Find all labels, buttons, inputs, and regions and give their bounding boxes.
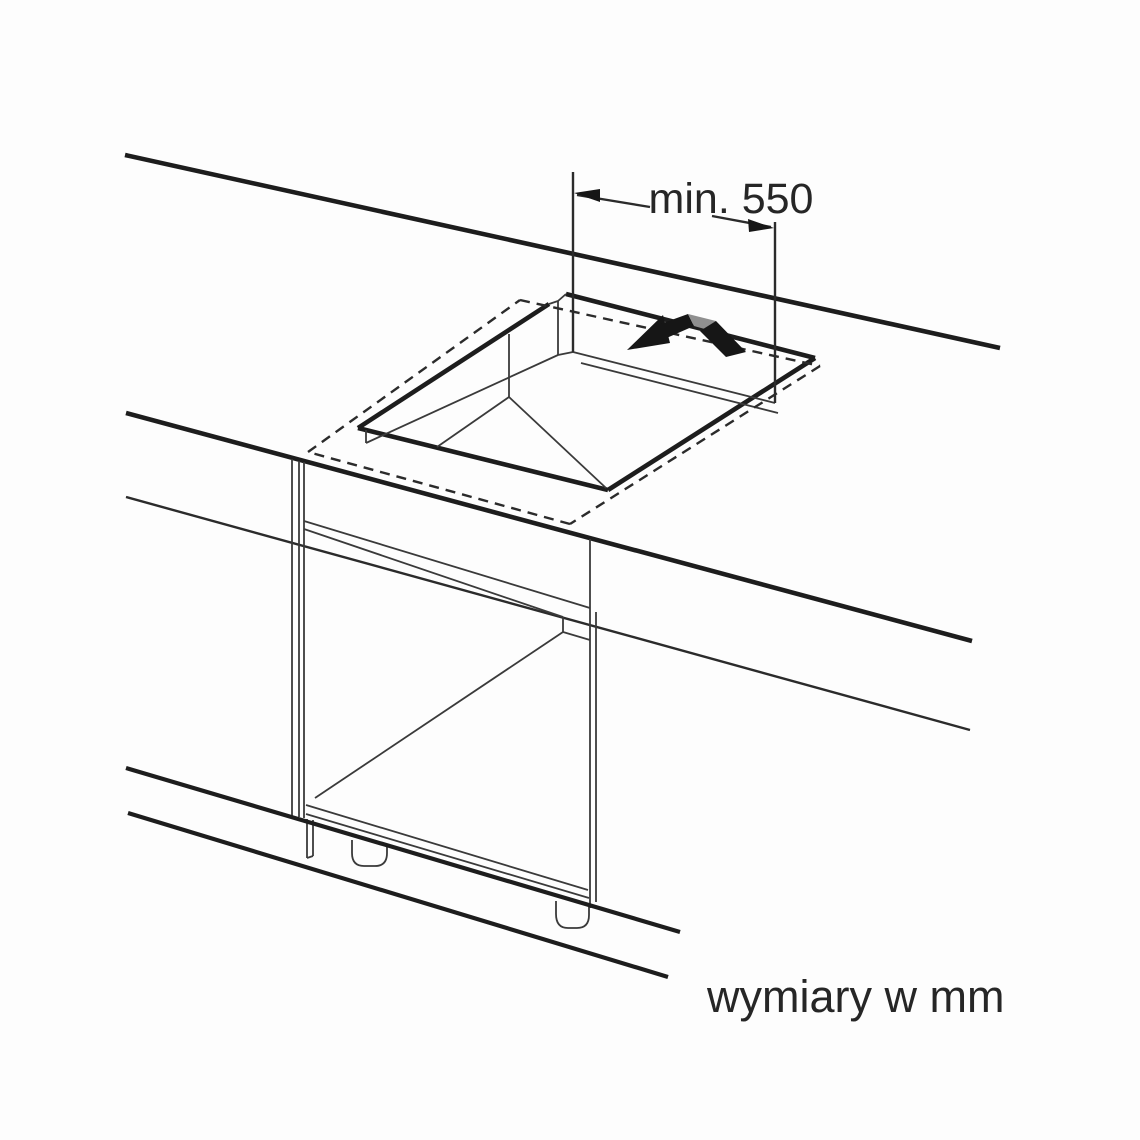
cutout-inner-walls (365, 351, 779, 444)
cabinet-interior-seam (314, 631, 564, 799)
cabinet-bottom-rail (305, 804, 590, 899)
hob-outline-front-side (307, 450, 571, 526)
worktop-back-edge (124, 152, 1001, 351)
dimension-arrow-right-icon (748, 219, 774, 232)
worktop (124, 152, 1001, 732)
cutout-corner-step (548, 293, 574, 356)
cabinet-feet (351, 840, 590, 929)
dimension-label: min. 550 (649, 175, 814, 223)
worktop-front-top-edge (125, 410, 973, 644)
cutout-interior-view (436, 334, 607, 489)
dimension-arrow-left-icon (574, 189, 600, 202)
worktop-front-bottom-edge (125, 495, 971, 732)
units-note: wymiary w mm (706, 971, 1004, 1022)
worktop-cutout (356, 291, 817, 493)
base-cabinet (291, 459, 597, 929)
hob-outline-left-side (307, 299, 521, 453)
hob-outline-right-side (569, 364, 821, 526)
cutout-bottom-left-edge (357, 425, 609, 493)
dimension-min-550: min. 550 (571, 172, 814, 403)
cabinet-foot-right (555, 901, 590, 929)
cabinet-left-corner (291, 459, 314, 859)
floor (125, 765, 681, 980)
cutout-left-top-edge (356, 302, 551, 430)
two-way-curved-arrow-icon (627, 314, 746, 357)
cabinet-right-corner (589, 539, 597, 908)
floor-line-upper (125, 765, 681, 935)
floor-line-lower (127, 810, 669, 980)
cabinet-foot-left (351, 840, 388, 867)
cutout-right-bottom-edge (606, 356, 817, 492)
cabinet-top-rail (303, 520, 591, 641)
